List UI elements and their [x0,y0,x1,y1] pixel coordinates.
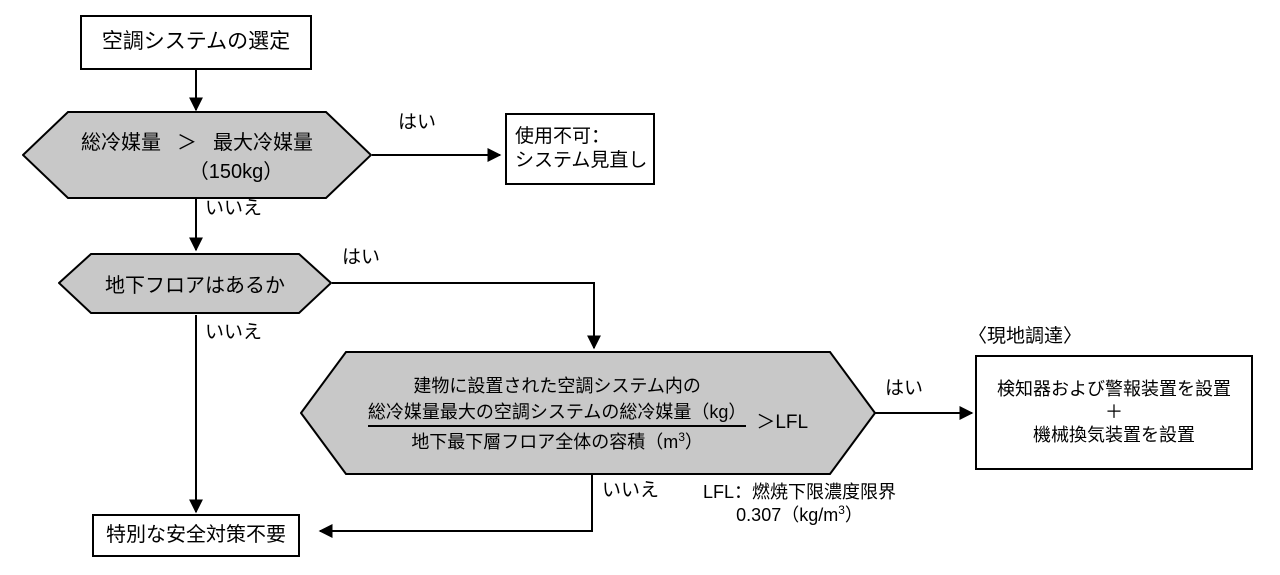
concentration-denominator-tail: ） [684,432,703,452]
lfl-note-value: 0.307（kg/m3） [703,504,896,527]
result-no-measures-label: 特別な安全対策不要 [106,523,286,546]
node-decision-basement[interactable]: 地下フロアはあるか [58,252,332,315]
decision-charge-value: （150kg） [188,161,284,183]
concentration-numerator-line2: 総冷媒量最大の空調システムの総冷媒量（kg） [367,398,747,427]
node-result-countermeasures[interactable]: 検知器および警報装置を設置 ＋ 機械換気装置を設置 [975,355,1253,470]
lfl-note: LFL：燃焼下限濃度限界 0.307（kg/m3） [703,481,896,528]
countermeasures-line3: 機械換気装置を設置 [1033,425,1195,446]
node-result-no-measures[interactable]: 特別な安全対策不要 [92,514,300,557]
edge-label-concentration-no-text: いいえ [602,480,660,501]
decision-charge-operator: ＞ [177,132,197,154]
countermeasures-line2: ＋ [1105,401,1123,422]
lfl-note-value-number: 0.307（kg/m [736,505,839,526]
edge-label-basement-no-text: いいえ [205,322,263,343]
node-decision-concentration[interactable]: 建物に設置された空調システム内の 総冷媒量最大の空調システムの総冷媒量（kg） … [300,350,876,476]
lfl-note-value-tail: ） [844,505,863,526]
node-start[interactable]: 空調システムの選定 [80,15,312,70]
edge-concentration-no [318,472,593,538]
countermeasures-caption-text: 〈現地調達〉 [968,326,1083,347]
edge-label-charge-no-text: いいえ [205,198,263,219]
edge-basement-yes [332,282,601,350]
concentration-numerator-line1: 建物に設置された空調システム内の [413,376,701,396]
countermeasures-caption: 〈現地調達〉 [968,325,1082,350]
result-unusable-line2: システム見直し [515,150,648,171]
edge-label-charge-no: いいえ [205,198,262,221]
result-unusable-line1: 使用不可： [515,125,611,147]
decision-basement-label: 地下フロアはあるか [105,275,285,297]
edge-label-concentration-no: いいえ [602,480,659,503]
node-decision-total-charge[interactable]: 総冷媒量 ＞ 最大冷媒量 （150kg） [22,110,372,200]
concentration-denominator: 地下最下層フロア全体の容積（m [411,432,679,452]
concentration-comparison: ＞LFL [756,411,809,433]
countermeasures-line1: 検知器および警報装置を設置 [997,378,1231,399]
edge-label-concentration-yes-text: はい [885,378,924,399]
lfl-note-value-exponent: 3 [838,503,845,518]
concentration-denominator-exponent: 3 [678,430,685,444]
edge-label-charge-yes-text: はい [398,112,437,133]
edge-label-basement-yes-text: はい [342,247,381,268]
lfl-note-definition: LFL：燃焼下限濃度限界 [703,482,897,502]
node-result-unusable[interactable]: 使用不可： システム見直し [505,113,655,185]
decision-charge-left: 総冷媒量 [81,132,161,154]
decision-charge-right: 最大冷媒量 [213,132,313,154]
edge-label-charge-yes: はい [398,112,436,135]
node-start-label: 空調システムの選定 [101,30,291,54]
edge-label-concentration-yes: はい [885,378,923,401]
edge-label-basement-no: いいえ [205,322,262,345]
edge-label-basement-yes: はい [342,247,380,270]
